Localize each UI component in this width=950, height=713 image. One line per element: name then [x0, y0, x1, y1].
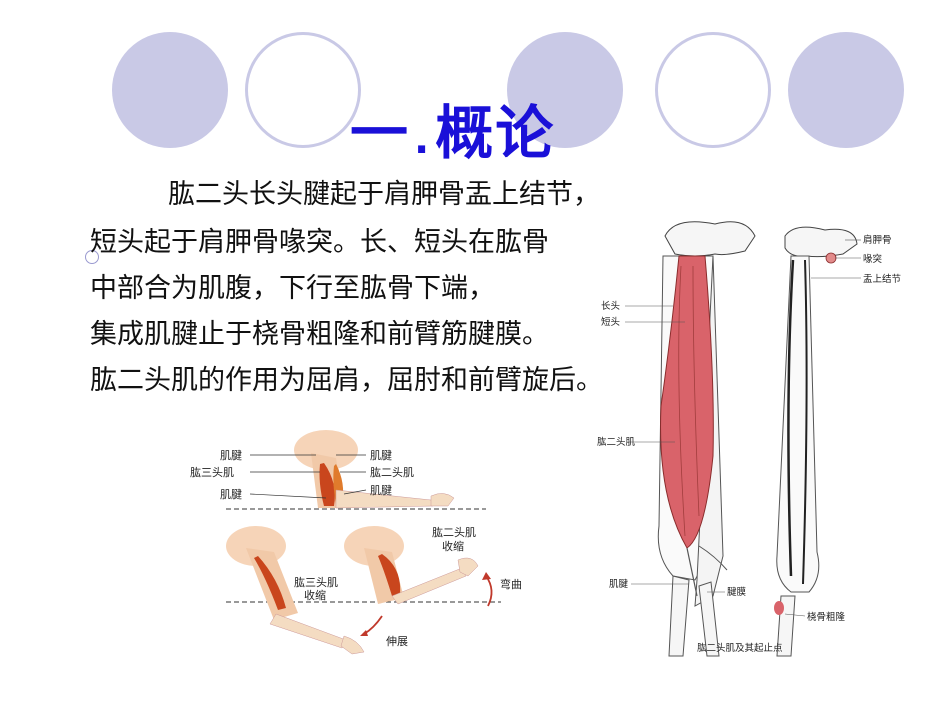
bullet-marker — [85, 250, 99, 264]
label-scapula: 肩胛骨 — [863, 234, 892, 246]
label-tendon-bottom-left: 肌腱 — [220, 488, 242, 501]
decor-circle-1 — [112, 32, 228, 148]
paragraph-line-2: 短头起于肩胛骨喙突。长、短头在肱骨 — [90, 227, 549, 258]
label-tendon-top-right: 肌腱 — [370, 449, 392, 462]
decor-circle-4 — [655, 32, 771, 148]
label-biceps: 肱二头肌 — [597, 436, 636, 448]
label-supraglenoid: 盂上结节 — [863, 273, 901, 285]
paragraph-line-3: 中部合为肌腹，下行至肱骨下端， — [90, 273, 495, 304]
biceps-anatomy-diagram: 长头 短头 肱二头肌 肌腱 腱膜 肩胛骨 喙突 盂上结节 桡骨粗隆 肱二头肌及其… — [597, 221, 901, 657]
label-short-head: 短头 — [601, 316, 620, 328]
label-coracoid: 喙突 — [863, 253, 883, 265]
label-radial-tuberosity: 桡骨粗隆 — [807, 611, 846, 623]
decor-circle-5 — [788, 32, 904, 148]
label-triceps-left: 肱三头肌 — [190, 465, 234, 479]
title-text: 概论 — [435, 99, 556, 167]
title-dot: . — [414, 117, 432, 163]
label-flexion: 弯曲 — [500, 577, 522, 591]
label-biceps-right: 肱二头肌 — [370, 465, 414, 479]
label-biceps-contract-2: 收缩 — [442, 539, 464, 553]
slide-title: 一.概论 — [350, 86, 555, 170]
decor-circle-2 — [245, 32, 361, 148]
paragraph-line-4: 集成肌腱止于桡骨粗隆和前臂筋腱膜。 — [90, 319, 549, 350]
label-tendon-bottom-right: 肌腱 — [370, 484, 392, 497]
paragraph-line-5: 肱二头肌的作用为屈肩，屈肘和前臂旋后。 — [90, 365, 603, 396]
arm-flexion-diagram: 肌腱 肱三头肌 肌腱 肌腱 肱二头肌 肌腱 肱二头肌 收缩 肱三头肌 收缩 弯曲… — [190, 430, 522, 655]
label-tendon: 肌腱 — [609, 578, 629, 590]
label-triceps-contract-2: 收缩 — [304, 588, 326, 602]
label-biceps-contract: 肱二头肌 — [432, 525, 476, 539]
figure-caption: 肱二头肌及其起止点 — [697, 642, 783, 654]
label-extension: 伸展 — [386, 635, 408, 648]
paragraph-line-1: 肱二头长头腱起于肩胛骨盂上结节， — [168, 179, 600, 210]
label-triceps-contract: 肱三头肌 — [294, 575, 338, 589]
decor-circle-3 — [507, 32, 623, 148]
title-number: 一 — [350, 99, 411, 167]
label-long-head: 长头 — [601, 300, 620, 312]
label-tendon-top-left: 肌腱 — [220, 449, 242, 462]
label-aponeurosis: 腱膜 — [727, 586, 747, 598]
